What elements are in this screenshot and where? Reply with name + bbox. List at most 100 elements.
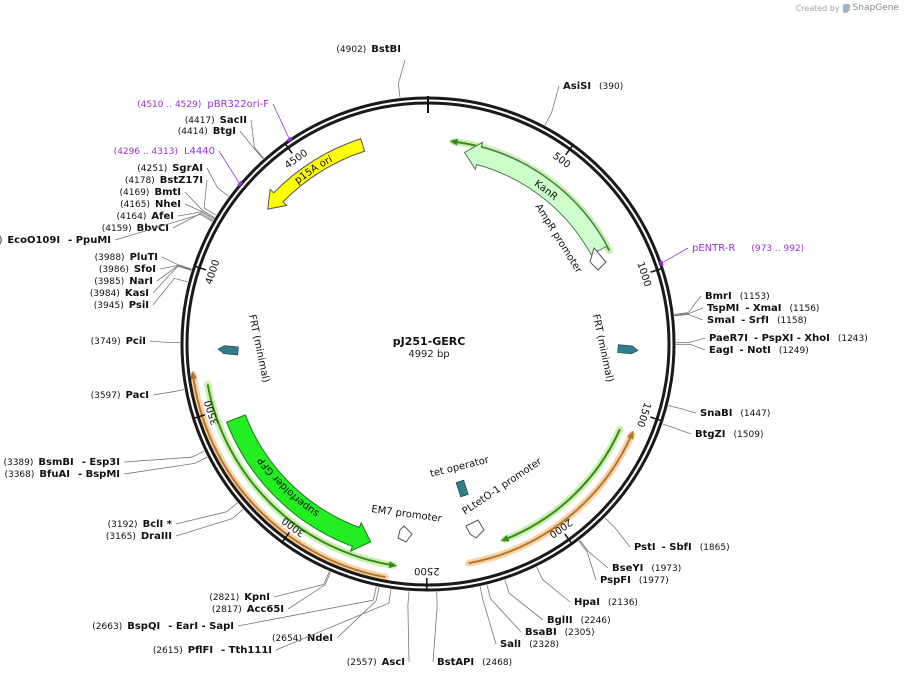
- site-enzyme: EcoO109I: [7, 235, 60, 246]
- site-label: (3368)BfuAI- BspMI: [4, 469, 120, 480]
- site-leader-line: [250, 119, 265, 159]
- site-position: (1973): [651, 564, 681, 574]
- site-enzyme: BseYI: [612, 563, 643, 574]
- site-enzyme: SmaI: [707, 315, 735, 326]
- site-label: (2654)NdeI: [272, 633, 333, 644]
- site-position: (1977): [639, 576, 669, 586]
- site-position: (1447): [740, 409, 770, 419]
- site-leader-line: [175, 508, 244, 537]
- site-position: (4902): [336, 45, 366, 55]
- primer-label: (4510 .. 4529)pBR322ori-F: [137, 99, 269, 110]
- pltet-promoter-arrow: [465, 519, 485, 539]
- primer-position: (973 .. 992): [751, 244, 804, 254]
- primer-label: (4296 .. 4313) L4440: [114, 146, 215, 157]
- site-position: (3368): [4, 470, 34, 480]
- snapgene-credit: Created by SnapGene: [796, 3, 899, 13]
- site-position: (3988): [95, 253, 125, 263]
- site-enzyme: PstI: [634, 542, 656, 553]
- site-enzyme: PflFI: [188, 645, 213, 656]
- feature-arrow: [225, 414, 372, 552]
- site-isoschizomers: - XmaI: [745, 303, 781, 314]
- tick-label: 4000: [204, 258, 222, 286]
- annotation-arc-arrowhead: [627, 430, 634, 440]
- site-label: (3945)PsiI: [94, 300, 149, 311]
- site-position: (3165): [106, 532, 136, 542]
- site-isoschizomers: - PspXI - XhoI: [754, 333, 830, 344]
- site-position: (2246): [581, 616, 611, 626]
- site-position: (2328): [529, 640, 559, 650]
- primer-name: pENTR-R: [692, 243, 735, 254]
- site-leader-line: [177, 211, 215, 220]
- tick-mark: [195, 265, 207, 271]
- site-label: (3986)SfoI: [99, 264, 156, 275]
- site-enzyme: AfeI: [151, 211, 174, 222]
- site-label: HpaI(2136): [574, 597, 638, 608]
- site-enzyme: BtgZI: [695, 429, 726, 440]
- site-position: (4165): [120, 200, 150, 210]
- site-label: BtgZI(1509): [695, 429, 763, 440]
- tet-operator-label: tet operator: [429, 454, 491, 479]
- site-label: (2821)KpnI: [209, 592, 270, 603]
- em7-promoter-arrow: [397, 525, 413, 543]
- site-leader-line: [397, 59, 406, 98]
- site-position: (3985): [94, 277, 124, 287]
- site-isoschizomers: - Esp3I: [82, 457, 120, 468]
- em7-promoter-label: EM7 promoter: [371, 504, 444, 525]
- site-label: EagI- NotI(1249): [709, 345, 809, 356]
- credit-text: Created by: [795, 3, 840, 13]
- primer-mark: [286, 136, 293, 142]
- site-enzyme: BspQI: [127, 621, 160, 632]
- site-isoschizomers: - NotI: [739, 345, 770, 356]
- site-enzyme: NdeI: [307, 633, 333, 644]
- site-enzyme: PciI: [126, 336, 146, 347]
- site-leader-line: [674, 295, 702, 315]
- site-label: BstAPI(2468): [437, 657, 512, 668]
- site-leader-line: [161, 256, 192, 270]
- primer-name: pBR322ori-F: [207, 99, 269, 110]
- site-position: (4251): [137, 164, 167, 174]
- site-enzyme: SgrAI: [172, 163, 203, 174]
- site-label: SmaI- SrfI(1158): [707, 315, 807, 326]
- site-label: PaeR7I- PspXI - XhoI(1243): [709, 333, 868, 344]
- site-position: (3192): [108, 520, 138, 530]
- primer-position: (4296 .. 4313): [114, 147, 178, 157]
- site-leader-line: [152, 277, 188, 306]
- primer-name: L4440: [184, 146, 215, 157]
- site-enzyme: BstZ17I: [160, 175, 203, 186]
- frt-label: FRT (minimal): [246, 314, 271, 384]
- site-label: (3389)BsmBI- Esp3I: [3, 457, 120, 468]
- site-label: (4414)BtgI: [178, 126, 236, 137]
- site-isoschizomers: - BspMI: [78, 469, 120, 480]
- site-enzyme: PspFI: [600, 575, 631, 586]
- site-enzyme: KasI: [125, 288, 149, 299]
- site-position: (3986): [99, 265, 129, 275]
- frt-marker: [217, 345, 239, 356]
- site-position: (2136): [608, 598, 638, 608]
- site-leader-line: [662, 423, 692, 435]
- restriction-sites: (4902)BstBIAsiSI(390)(4417)SacII(4414)Bt…: [0, 44, 868, 668]
- tick-label: 2500: [414, 565, 440, 576]
- site-isoschizomers: - SrfI: [741, 315, 769, 326]
- site-position: (4178): [125, 176, 155, 186]
- site-label: TspMI- XmaI(1156): [707, 303, 819, 314]
- site-enzyme: BclI *: [143, 519, 173, 530]
- frt-marker: [617, 344, 639, 355]
- site-leader-line: [536, 566, 571, 603]
- tick-label: 1000: [634, 261, 652, 289]
- frt-label: FRT (minimal): [590, 313, 615, 383]
- site-position: (390): [599, 82, 623, 92]
- site-label: (4159)BbvCI: [102, 223, 169, 234]
- site-leader-line: [432, 591, 438, 663]
- site-leader-line: [486, 584, 522, 633]
- site-leader-line: [674, 307, 704, 316]
- site-label: SnaBI(1447): [700, 408, 770, 419]
- site-enzyme: AscI: [382, 657, 405, 668]
- site-position: (1156): [790, 304, 820, 314]
- site-position: (2305): [565, 628, 595, 638]
- site-position: (3597): [91, 391, 121, 401]
- primer-leader: [272, 103, 290, 139]
- site-enzyme: AsiSI: [563, 81, 591, 92]
- site-enzyme: PaeR7I: [709, 333, 748, 344]
- tick-mark: [282, 532, 290, 542]
